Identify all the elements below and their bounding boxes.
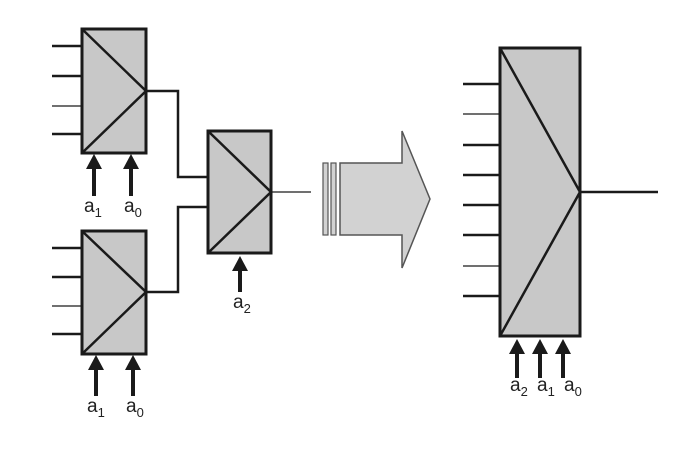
select-label: a1 bbox=[84, 196, 102, 220]
mux-big-body bbox=[498, 46, 582, 338]
mux-big: a2 a1 a0 bbox=[463, 46, 658, 399]
up-arrow-icon bbox=[532, 339, 548, 354]
mux-bottom-select-a0: a0 bbox=[125, 355, 144, 420]
up-arrow-icon bbox=[88, 355, 104, 370]
mux-top-left: a1 a0 bbox=[52, 27, 148, 220]
up-arrow-icon bbox=[232, 256, 248, 271]
select-label: a0 bbox=[564, 375, 582, 399]
mux-top-select-a0: a0 bbox=[123, 154, 142, 220]
mux-big-select-a0: a0 bbox=[555, 339, 582, 399]
wire-bottom-to-middle bbox=[146, 205, 208, 294]
mux-big-select-a1: a1 bbox=[532, 339, 555, 399]
mux-bottom-select-a1: a1 bbox=[87, 355, 105, 420]
select-label: a2 bbox=[233, 292, 251, 316]
mux-top-select-a1: a1 bbox=[84, 154, 102, 220]
select-label: a1 bbox=[537, 375, 555, 399]
arrow-body bbox=[339, 130, 431, 269]
right-arrow-icon bbox=[322, 130, 431, 269]
arrow-tail-bar bbox=[330, 162, 337, 236]
arrow-tail-bar bbox=[322, 162, 329, 236]
up-arrow-icon bbox=[509, 339, 525, 354]
up-arrow-icon bbox=[123, 154, 139, 169]
select-label: a1 bbox=[87, 396, 105, 420]
mux-middle-select-a2: a2 bbox=[232, 256, 251, 316]
wire-top-to-middle bbox=[146, 89, 208, 179]
up-arrow-icon bbox=[86, 154, 102, 169]
mux-middle: a2 bbox=[206, 129, 311, 316]
select-label: a2 bbox=[510, 375, 528, 399]
mux-top-body bbox=[80, 27, 148, 155]
select-label: a0 bbox=[126, 396, 144, 420]
select-label: a0 bbox=[124, 196, 142, 220]
up-arrow-icon bbox=[125, 355, 141, 370]
mux-bottom-body bbox=[80, 229, 148, 356]
up-arrow-icon bbox=[555, 339, 571, 354]
mux-bottom-left: a1 a0 bbox=[52, 229, 148, 420]
mux-big-select-a2: a2 bbox=[509, 339, 528, 399]
mux-middle-body bbox=[206, 129, 273, 255]
